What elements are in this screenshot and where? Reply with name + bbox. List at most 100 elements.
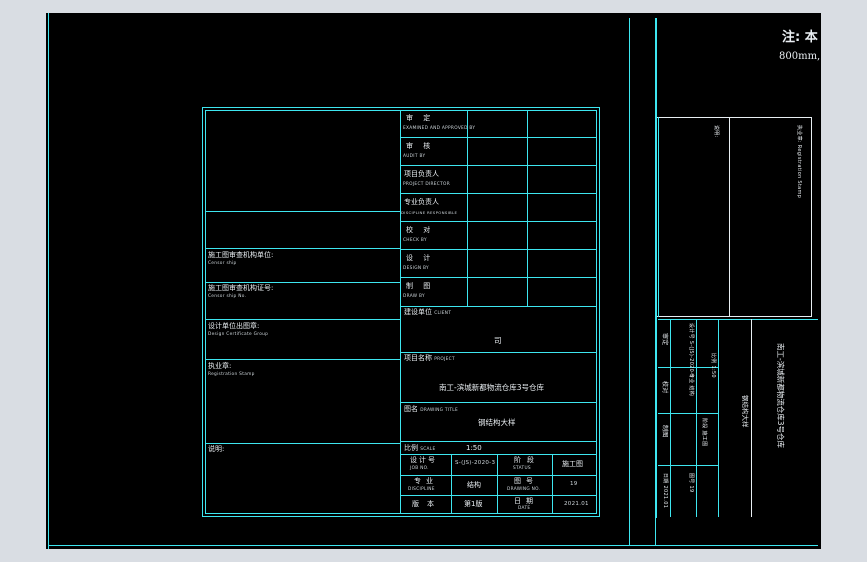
version-value: 第1版	[464, 500, 483, 508]
status-label: 阶段	[514, 456, 540, 464]
drawing-label: 图名 DRAWING TITLE	[404, 405, 459, 413]
strip-top-box-mid	[729, 117, 730, 317]
date-value: 2021.01	[564, 501, 589, 507]
strip-drawing-title: 钢结构大样	[741, 395, 749, 428]
strip-lower-row-2	[658, 413, 718, 414]
sign-row-en: CHECK BY	[403, 238, 427, 243]
sign-row-label: 审 核	[406, 142, 435, 150]
sign-row-4	[400, 221, 596, 222]
project-label: 项目名称 PROJECT	[404, 354, 455, 362]
left-row-4	[205, 319, 400, 320]
date-label: 日期	[514, 497, 538, 505]
divider-line-1	[629, 18, 630, 545]
strip-remark-text: 说明:	[713, 125, 719, 138]
job-no-value: S-(JS)-2020-3	[455, 460, 496, 466]
right-strip-left-line	[656, 18, 657, 518]
sign-row-2	[400, 165, 596, 166]
design-unit-en: Design Certificate Group	[208, 332, 269, 337]
tb-inner-left	[205, 110, 206, 514]
drawing-value: 钢结构大样	[478, 418, 516, 427]
sign-row-label: 审 定	[406, 114, 435, 122]
doc-unit-en: Censor ship	[208, 261, 237, 266]
strip-lower-col-4	[751, 319, 752, 517]
cad-drawing-canvas[interactable]: 注: 本 800mm, 施工图审查机构单位: Censor ship 施工图审查…	[46, 13, 821, 549]
sign-row-3	[400, 193, 596, 194]
reg-seal-en: Registration Stamp	[208, 372, 255, 377]
strip-lower-row-3	[658, 465, 718, 466]
sign-row-en: EXAMINED AND APPROVED BY	[403, 126, 476, 131]
reg-seal-label: 执业章:	[208, 362, 232, 370]
sign-row-5	[400, 249, 596, 250]
sign-row-1	[400, 137, 596, 138]
strip-top-box-top	[657, 117, 812, 118]
tb-bottom	[202, 516, 600, 517]
left-row-1	[205, 211, 400, 212]
tb-inner-bottom	[205, 513, 597, 514]
strip-status: 阶段 施工图	[701, 418, 707, 447]
strip-lower-col-2	[696, 319, 697, 517]
strip-job-no: 设计号 S-(JS)-2020-3	[688, 323, 694, 378]
tb-top	[202, 107, 600, 108]
job-no-en: JOB NO.	[410, 466, 429, 471]
strip-lower-col-1	[670, 319, 671, 517]
strip-top-box-right	[811, 117, 812, 317]
drawing-no-label: 图号	[514, 477, 538, 485]
info-row-2	[400, 495, 596, 496]
sign-row-7	[400, 306, 596, 307]
info-col-2	[497, 454, 498, 514]
strip-top-box-left	[658, 117, 659, 317]
strip-drawing-no: 图号 19	[688, 473, 694, 493]
discipline-label: 专业	[414, 477, 438, 485]
drawing-no-en: DRAWING NO.	[507, 487, 541, 492]
tb-left	[202, 107, 203, 517]
discipline-value: 结构	[467, 481, 481, 489]
status-en: STATUS	[513, 466, 531, 471]
strip-top-box-bottom	[657, 316, 812, 317]
sign-row-en: DRAW BY	[403, 294, 425, 299]
doc-unit-label: 施工图审查机构单位:	[208, 251, 274, 259]
sign-row-en: DESIGN BY	[403, 266, 429, 271]
strip-project-title: 南工-滨城新都物流仓库3号仓库	[776, 343, 785, 448]
frame-left-line	[48, 13, 49, 549]
divider-line-2	[655, 18, 656, 545]
scale-bottom	[400, 454, 596, 455]
note-line-2: 800mm,	[779, 51, 821, 62]
cert-no-label: 施工图审查机构证号:	[208, 284, 274, 292]
sign-row-label: 设 计	[406, 254, 435, 262]
tb-split	[400, 110, 401, 514]
sign-row-en: DISCIPLINE RESPONSIBLE	[401, 210, 458, 215]
strip-lower-col-3	[718, 319, 719, 517]
sign-row-6	[400, 277, 596, 278]
strip-date: 日期 2021.01	[662, 473, 668, 509]
version-label: 版本	[412, 500, 442, 508]
drawing-no-value: 19	[570, 481, 578, 487]
strip-scale: 比例 1:50	[710, 353, 716, 378]
client-bottom	[400, 352, 596, 353]
remark-label: 说明:	[208, 445, 225, 453]
strip-draw: 制图	[661, 425, 668, 438]
tb-inner-right	[596, 110, 597, 514]
tb-right	[599, 107, 600, 517]
strip-seal-text: 执业章: Registration Stamp	[796, 125, 802, 199]
client-label: 建设单位 CLIENT	[404, 308, 452, 316]
project-bottom	[400, 402, 596, 403]
tb-inner-top	[205, 110, 597, 111]
note-line-1: 注: 本	[782, 30, 818, 45]
info-col-1	[451, 454, 452, 514]
discipline-en: DISCIPLINE	[408, 487, 435, 492]
info-row-1	[400, 475, 596, 476]
sign-row-label: 制 图	[406, 282, 435, 290]
left-row-6	[205, 443, 400, 444]
left-row-2	[205, 248, 400, 249]
sign-row-label: 校 对	[406, 226, 435, 234]
sign-row-en: AUDIT BY	[403, 154, 426, 159]
left-row-5	[205, 359, 400, 360]
sign-row-label: 项目负责人	[404, 170, 439, 178]
strip-lower-row-1	[658, 367, 718, 368]
status-value: 施工图	[562, 460, 583, 468]
strip-audit: 审定	[661, 333, 668, 346]
strip-check: 校对	[661, 381, 668, 394]
strip-lower-top	[658, 319, 818, 320]
design-unit-label: 设计单位出图章:	[208, 322, 260, 330]
date-en: DATE	[518, 506, 531, 511]
